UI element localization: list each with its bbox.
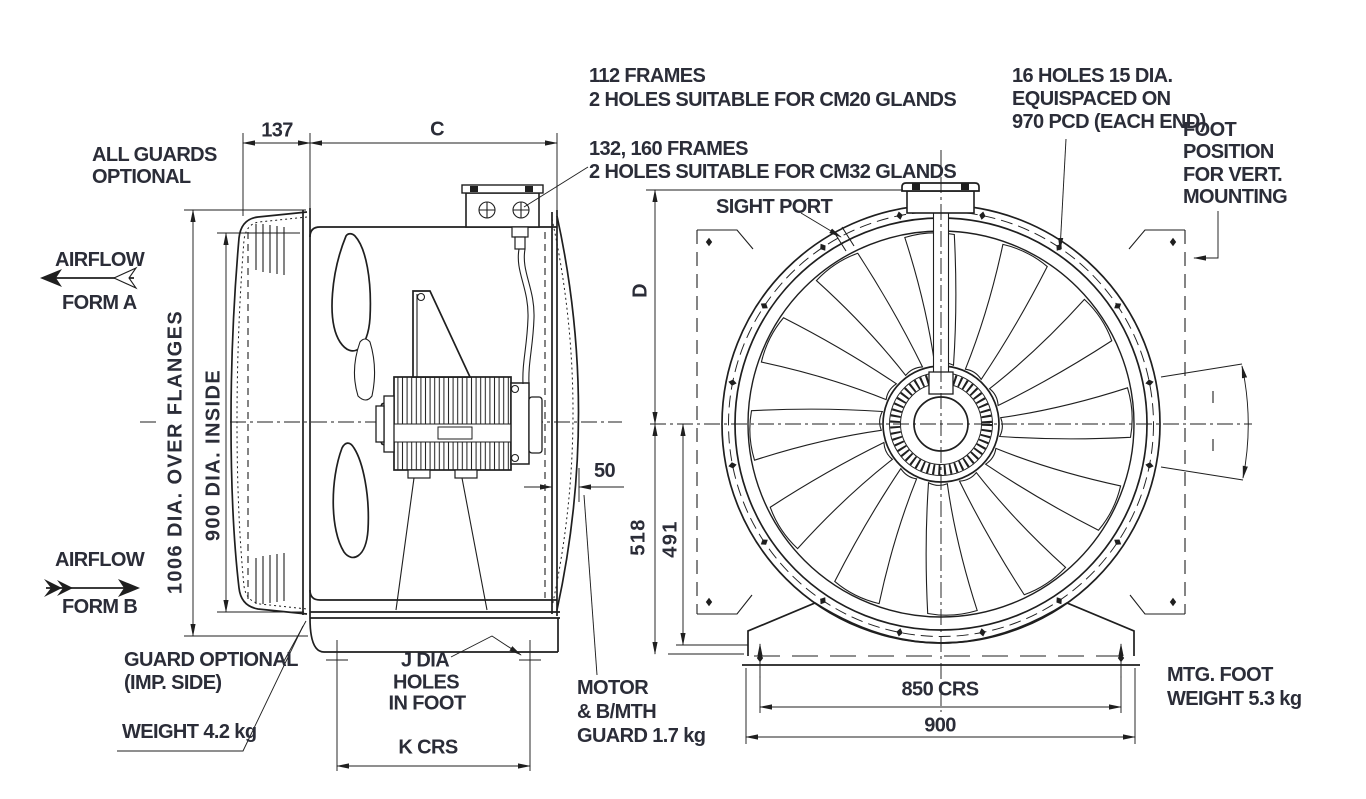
dim-50: 50 — [594, 460, 616, 482]
note-16-holes-line3: 970 PCD (EACH END) — [1012, 111, 1206, 133]
dim-d: D — [629, 282, 652, 298]
side-view — [40, 133, 624, 771]
inlet-guard — [230, 208, 311, 618]
front-centerlines — [650, 150, 1252, 712]
motor — [375, 376, 543, 479]
note-foot-position-line4: MOUNTING — [1183, 186, 1288, 208]
airflow-a-label: AIRFLOW — [55, 249, 145, 271]
airflow-b-label: AIRFLOW — [55, 549, 145, 571]
note-guard-optional-line1: GUARD OPTIONAL — [124, 649, 298, 671]
note-16-holes-line1: 16 HOLES 15 DIA. — [1012, 65, 1173, 87]
sight-port-label: SIGHT PORT — [716, 196, 833, 218]
dim-518: 518 — [627, 518, 650, 556]
terminal-box-side — [461, 184, 544, 250]
fan-casing — [309, 210, 580, 616]
airflow-form-b-arrow — [44, 579, 140, 597]
dim-1006-dia: 1006 DIA. OVER FLANGES — [164, 309, 187, 595]
impeller-blades-side — [331, 232, 376, 559]
side-dimensions — [117, 133, 624, 769]
note-j-dia-line3: IN FOOT — [388, 692, 467, 715]
note-j-dia-line2: HOLES — [393, 671, 460, 694]
dim-900-dia: 900 DIA. INSIDE — [202, 368, 225, 542]
note-132-frames-line2: 2 HOLES SUITABLE FOR CM32 GLANDS — [589, 161, 957, 183]
motor-legs — [395, 477, 488, 611]
note-j-dia-line1: J DIA — [400, 649, 450, 672]
note-mtg-foot-line2: WEIGHT 5.3 kg — [1167, 688, 1302, 710]
dim-c: C — [430, 118, 444, 141]
dim-k-crs: K CRS — [398, 736, 458, 759]
dim-900-foot: 900 — [924, 714, 956, 737]
front-view — [646, 138, 1252, 744]
form-b-label: FORM B — [62, 596, 138, 618]
form-a-label: FORM A — [62, 292, 137, 314]
note-all-guards-line1: ALL GUARDS — [92, 144, 217, 166]
terminal-box-front — [901, 182, 980, 214]
dim-850-crs: 850 CRS — [901, 678, 980, 701]
vert-mounting-brackets — [696, 229, 1186, 615]
dim-491: 491 — [659, 520, 682, 558]
angle-detail — [1160, 363, 1249, 481]
front-dimensions — [646, 138, 1219, 744]
note-112-frames-line2: 2 HOLES SUITABLE FOR CM20 GLANDS — [589, 89, 957, 111]
note-foot-position-line3: FOR VERT. — [1183, 164, 1283, 186]
note-motor-guard-line2: & B/MTH — [577, 701, 657, 723]
note-foot-position-line2: POSITION — [1183, 141, 1274, 163]
note-weight-4-2: WEIGHT 4.2 kg — [122, 721, 257, 743]
dim-137: 137 — [261, 119, 293, 142]
airflow-form-a-arrow — [40, 266, 138, 290]
note-all-guards-line2: OPTIONAL — [92, 166, 191, 188]
side-mounting-foot — [309, 611, 560, 771]
motor-bracket — [412, 290, 472, 378]
note-foot-position-line1: FOOT — [1183, 119, 1237, 141]
conduit-front — [928, 213, 954, 395]
note-mtg-foot-line1: MTG. FOOT — [1167, 664, 1273, 686]
cable-conduit — [517, 248, 535, 385]
note-16-holes-line2: EQUISPACED ON — [1012, 88, 1171, 110]
note-112-frames-line1: 112 FRAMES — [589, 65, 706, 87]
note-motor-guard-line3: GUARD 1.7 kg — [577, 725, 706, 747]
note-132-frames-line1: 132, 160 FRAMES — [589, 138, 748, 160]
note-guard-optional-line2: (IMP. SIDE) — [124, 672, 222, 694]
note-motor-guard-line1: MOTOR — [577, 677, 649, 699]
